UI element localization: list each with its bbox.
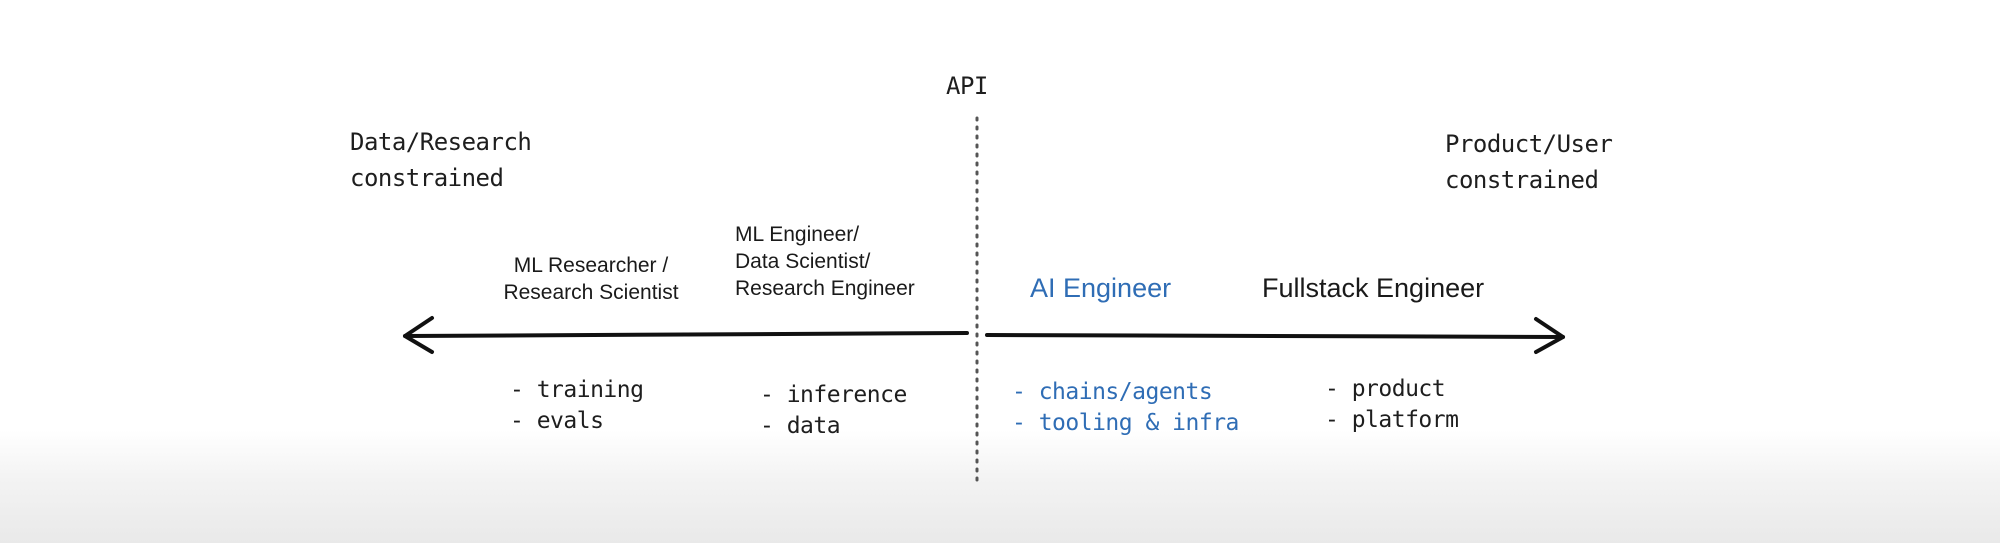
role-ml-researcher: ML Researcher / Research Scientist — [480, 252, 702, 306]
task-product: - product — [1325, 376, 1446, 402]
role-ml-engineer-line-1: ML Engineer/ — [735, 223, 860, 246]
tasks-fullstack-engineer: - product - platform — [1325, 374, 1459, 436]
right-pole-line-1: Product/User — [1445, 130, 1613, 158]
role-ml-researcher-line-1: ML Researcher / — [513, 254, 669, 277]
role-ml-researcher-line-2: Research Scientist — [503, 281, 679, 304]
arrow-right-shaft — [985, 333, 1565, 339]
tasks-ml-researcher: - training - evals — [510, 375, 644, 437]
task-tooling-infra: - tooling & infra — [1012, 410, 1239, 436]
task-training: - training — [510, 377, 644, 403]
left-pole-line-2: constrained — [350, 164, 504, 192]
arrow-left-head — [403, 316, 434, 354]
role-ai-engineer-line-1: AI Engineer — [1030, 273, 1172, 303]
task-data: - data — [760, 413, 841, 439]
task-chains-agents: - chains/agents — [1012, 379, 1213, 405]
left-pole-line-1: Data/Research — [350, 128, 532, 156]
role-fullstack-engineer-line-1: Fullstack Engineer — [1262, 273, 1485, 303]
role-ai-engineer: AI Engineer — [1030, 272, 1171, 304]
role-fullstack-engineer: Fullstack Engineer — [1262, 272, 1484, 304]
role-ml-engineer-line-3: Research Engineer — [735, 277, 915, 300]
left-pole-label: Data/Research constrained — [350, 124, 532, 196]
arrow-right-head — [1534, 317, 1565, 354]
right-pole-line-2: constrained — [1445, 166, 1599, 194]
task-platform: - platform — [1325, 407, 1459, 433]
task-evals: - evals — [510, 408, 604, 434]
arrow-left-shaft — [403, 331, 969, 338]
api-label: API — [946, 72, 988, 100]
right-pole-label: Product/User constrained — [1445, 126, 1613, 198]
tasks-ml-engineer: - inference - data — [760, 380, 907, 442]
tasks-ai-engineer: - chains/agents - tooling & infra — [1012, 377, 1239, 439]
role-ml-engineer: ML Engineer/ Data Scientist/ Research En… — [735, 221, 915, 302]
role-ml-engineer-line-2: Data Scientist/ — [735, 250, 871, 273]
task-inference: - inference — [760, 382, 907, 408]
